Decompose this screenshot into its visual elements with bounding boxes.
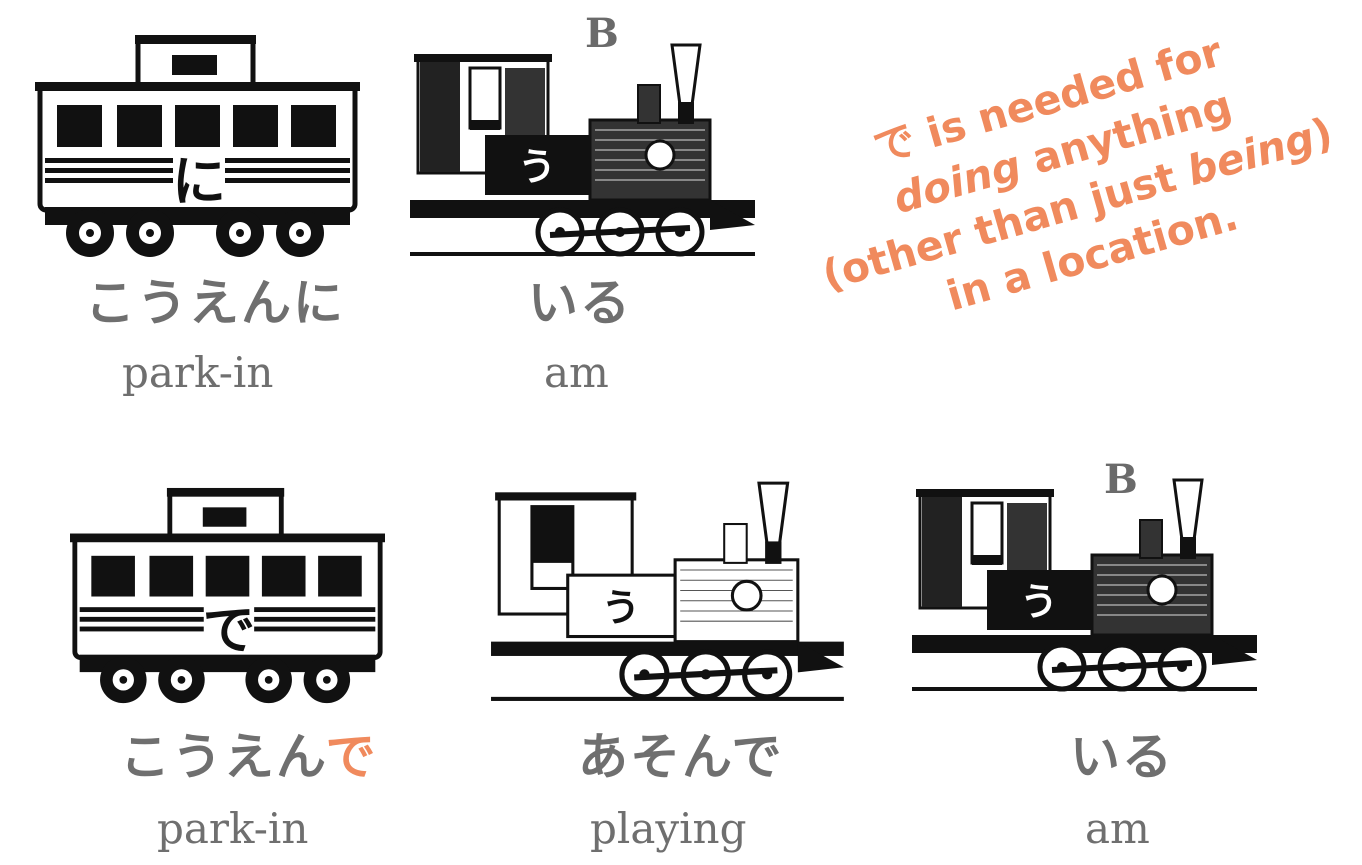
top-phrase1-jp: こうえんに	[85, 274, 345, 332]
top-phrase1-en: park-in	[122, 348, 274, 397]
caboose-particle: で	[203, 600, 255, 661]
caboose-particle: に	[172, 150, 226, 213]
locomotive-icon: う	[410, 43, 755, 257]
phrase1-base: こうえん	[120, 728, 326, 786]
bottom-phrase2-jp: あそんで	[578, 728, 784, 786]
phrase1-particle: で	[325, 728, 378, 786]
bottom-phrase2-en: playing	[590, 804, 747, 853]
grammar-note: で is needed for doing anything (other th…	[781, 0, 1360, 356]
loco-badge: B	[1104, 456, 1138, 503]
locomotive-icon: う	[491, 481, 844, 701]
locomotive-icon: う	[912, 478, 1257, 692]
bottom-phrase1-jp: こうえんで	[120, 732, 378, 782]
caboose-icon: で	[70, 487, 385, 704]
loco-char: う	[601, 586, 640, 631]
loco-badge: B	[585, 10, 619, 57]
top-phrase2-en: am	[544, 348, 609, 397]
loco-char: う	[518, 145, 556, 189]
loco-char: う	[1020, 580, 1058, 624]
bottom-phrase3-en: am	[1085, 804, 1150, 853]
top-phrase2-jp: いる	[528, 274, 632, 332]
bottom-phrase1-en: park-in	[157, 804, 309, 853]
bottom-phrase3-jp: いる	[1070, 728, 1174, 786]
caboose-icon: に	[35, 35, 360, 257]
